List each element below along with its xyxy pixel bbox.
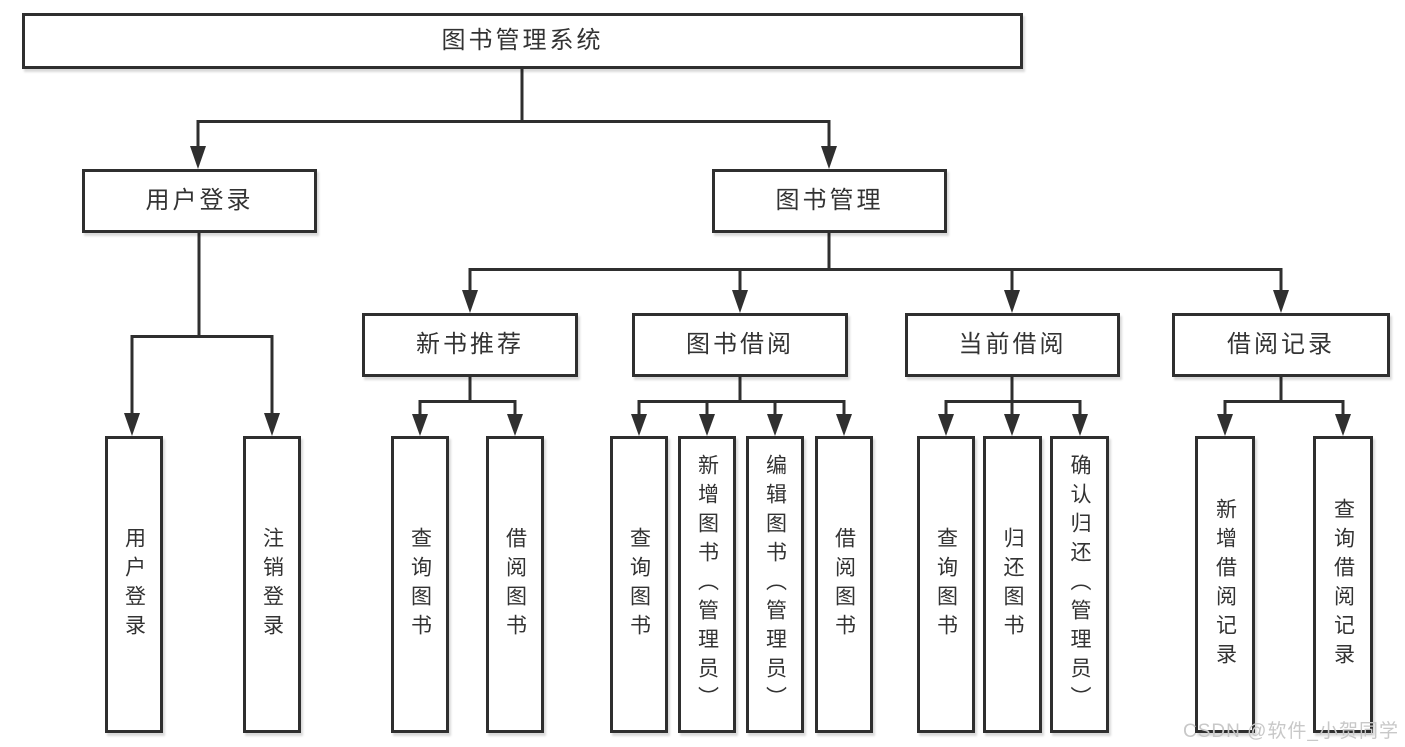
leaf-bookborrow-edit-books: 编辑图书（管理员） xyxy=(746,436,804,733)
arrowhead xyxy=(699,414,715,436)
leaf-currentborrow-query-books: 查询图书 xyxy=(917,436,975,733)
leaf-bookborrow-query-books: 查询图书 xyxy=(610,436,668,733)
arrowhead xyxy=(821,146,837,169)
node-book-mgmt: 图书管理 xyxy=(712,169,947,233)
node-borrow-records-label: 借阅记录 xyxy=(1227,331,1335,358)
node-root: 图书管理系统 xyxy=(22,13,1023,69)
leaf-records-query-record-label: 查询借阅记录 xyxy=(1331,497,1355,672)
leaf-currentborrow-query-books-label: 查询图书 xyxy=(934,526,958,643)
node-new-books-label: 新书推荐 xyxy=(416,331,524,358)
leaf-user-login-label: 用户登录 xyxy=(122,526,146,643)
node-book-mgmt-label: 图书管理 xyxy=(775,187,884,214)
arrowhead xyxy=(462,290,478,313)
leaf-newbooks-query-books-label: 查询图书 xyxy=(408,526,432,643)
node-borrow-records: 借阅记录 xyxy=(1172,313,1390,377)
arrowhead xyxy=(938,414,954,436)
connector-bookmgmt-to-groups xyxy=(468,233,1283,294)
leaf-records-query-record: 查询借阅记录 xyxy=(1313,436,1373,733)
leaf-bookborrow-add-books: 新增图书（管理员） xyxy=(678,436,736,733)
leaf-bookborrow-edit-books-label: 编辑图书（管理员） xyxy=(763,454,787,715)
node-new-books: 新书推荐 xyxy=(362,313,578,377)
leaf-bookborrow-borrow-books-label: 借阅图书 xyxy=(832,526,856,643)
connector-currentborrow-to-leaves xyxy=(944,377,1082,419)
leaf-bookborrow-add-books-label: 新增图书（管理员） xyxy=(695,454,719,715)
connector-userlogin-to-leaves xyxy=(130,233,274,418)
arrowhead xyxy=(836,414,852,436)
node-current-borrow-label: 当前借阅 xyxy=(958,331,1067,358)
arrowhead xyxy=(507,414,523,436)
arrowhead xyxy=(1217,414,1233,436)
arrowhead xyxy=(1004,414,1020,436)
connector-bookborrow-to-leaves xyxy=(637,377,846,419)
leaf-currentborrow-return-books-label: 归还图书 xyxy=(1001,526,1024,643)
node-book-borrow: 图书借阅 xyxy=(632,313,848,377)
leaf-newbooks-borrow-books: 借阅图书 xyxy=(486,436,544,733)
arrowhead xyxy=(631,414,647,436)
watermark: CSDN @软件_小贺同学 xyxy=(1183,721,1399,742)
arrowhead xyxy=(732,290,748,313)
arrowhead xyxy=(1335,414,1351,436)
arrowhead xyxy=(190,146,206,169)
leaf-currentborrow-return-books: 归还图书 xyxy=(983,436,1042,733)
leaf-records-add-record: 新增借阅记录 xyxy=(1195,436,1255,733)
arrowhead xyxy=(1273,290,1289,313)
leaf-user-login: 用户登录 xyxy=(105,436,163,733)
arrowhead xyxy=(1004,290,1020,313)
leaf-currentborrow-confirm-return-label: 确认归还（管理员） xyxy=(1068,454,1091,715)
leaf-newbooks-borrow-books-label: 借阅图书 xyxy=(503,526,527,643)
arrowhead xyxy=(264,413,280,436)
connector-root-to-level1 xyxy=(196,68,831,150)
node-root-label: 图书管理系统 xyxy=(441,27,604,54)
node-book-borrow-label: 图书借阅 xyxy=(686,331,794,358)
connector-newbooks-to-leaves xyxy=(418,377,517,419)
arrowhead xyxy=(124,413,140,436)
node-user-login: 用户登录 xyxy=(82,169,317,233)
arrowhead xyxy=(1072,414,1088,436)
node-user-login-label: 用户登录 xyxy=(145,187,254,214)
leaf-currentborrow-confirm-return: 确认归还（管理员） xyxy=(1050,436,1109,733)
leaf-bookborrow-query-books-label: 查询图书 xyxy=(627,526,651,643)
leaf-newbooks-query-books: 查询图书 xyxy=(391,436,449,733)
arrowheads xyxy=(124,146,1351,436)
connector-borrowrecords-to-leaves xyxy=(1223,377,1345,419)
leaf-logout: 注销登录 xyxy=(243,436,301,733)
leaf-logout-label: 注销登录 xyxy=(260,526,284,643)
arrowhead xyxy=(767,414,783,436)
arrowhead xyxy=(412,414,428,436)
leaf-bookborrow-borrow-books: 借阅图书 xyxy=(815,436,873,733)
node-current-borrow: 当前借阅 xyxy=(905,313,1120,377)
leaf-records-add-record-label: 新增借阅记录 xyxy=(1213,497,1237,672)
